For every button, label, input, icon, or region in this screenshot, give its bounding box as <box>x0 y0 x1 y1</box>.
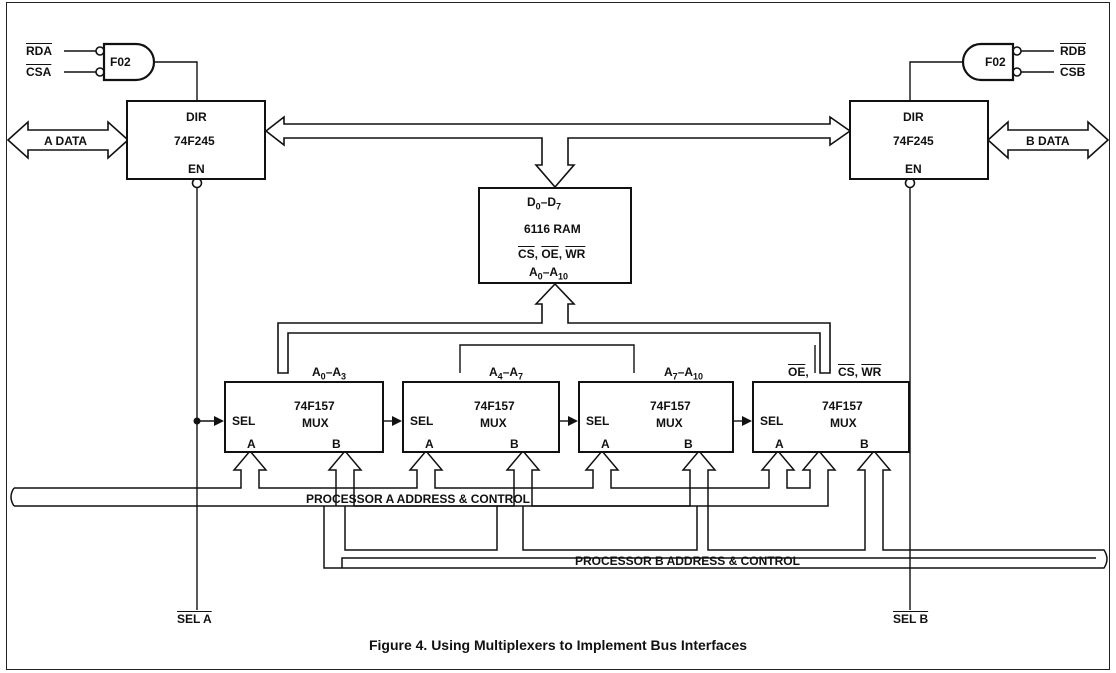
csa-label: CSA <box>26 65 52 79</box>
b-data-bus-arrow <box>986 120 1110 160</box>
rda-label: RDA <box>26 44 52 58</box>
f02-gate-right <box>961 42 1015 82</box>
mux-type: MUX <box>302 416 329 430</box>
address-bus-arrow <box>277 282 831 374</box>
ram-part: 6116 RAM <box>524 222 581 236</box>
gate-left-label: F02 <box>110 55 131 69</box>
figure-caption: Figure 4. Using Multiplexers to Implemen… <box>368 637 748 653</box>
a-data-label: A DATA <box>44 134 88 148</box>
mux-part: 74F157 <box>474 399 515 413</box>
mux-part: 74F157 <box>822 399 863 413</box>
sel-label: SEL <box>232 414 256 428</box>
dir-label: DIR <box>186 110 207 124</box>
sel-a-label: SEL A <box>177 612 212 626</box>
mux-1: SEL 74F157 MUX A B <box>224 381 384 453</box>
en-label: EN <box>188 162 205 176</box>
processor-a-bus-label: PROCESSOR A ADDRESS & CONTROL <box>306 492 531 506</box>
mux-4-output-cswr: CS, WR <box>838 365 882 379</box>
ram-data-pins: D0–D7 <box>527 195 562 212</box>
ram-address-pins: A0–A10 <box>529 265 569 282</box>
input-b-label: B <box>860 437 869 451</box>
sel-b-label: SEL B <box>893 612 929 626</box>
mux-type: MUX <box>656 416 683 430</box>
mux-1-output: A0–A3 <box>312 365 347 382</box>
data-bus-arrow <box>264 115 852 189</box>
mux-3-output: A7–A10 <box>664 365 704 382</box>
dir-label: DIR <box>903 110 924 124</box>
mux-part: 74F157 <box>294 399 335 413</box>
input-a-label: A <box>775 437 784 451</box>
part-label: 74F245 <box>893 134 934 148</box>
rdb-label: RDB <box>1060 44 1086 58</box>
mux-2: SEL 74F157 MUX A B <box>402 381 560 453</box>
junction-dot <box>193 417 201 425</box>
input-a-label: A <box>425 437 434 451</box>
mux-4-output-oe: OE, <box>788 365 809 379</box>
part-label: 74F245 <box>174 134 215 148</box>
transceiver-left: DIR 74F245 EN <box>126 100 266 180</box>
mux-type: MUX <box>480 416 507 430</box>
mux-type: MUX <box>830 416 857 430</box>
ram-6116: D0–D7 6116 RAM CS, OE, WR A0–A10 <box>478 187 632 284</box>
mux-3: SEL 74F157 MUX A B <box>578 381 734 453</box>
processor-b-bus <box>323 449 1108 569</box>
f02-gate-left <box>102 42 156 82</box>
mux-2-output: A4–A7 <box>489 365 524 382</box>
input-a-label: A <box>247 437 256 451</box>
sel-label: SEL <box>410 414 434 428</box>
input-b-label: B <box>332 437 341 451</box>
csb-label: CSB <box>1060 65 1086 79</box>
en-label: EN <box>905 162 922 176</box>
input-a-label: A <box>601 437 610 451</box>
processor-b-bus-label: PROCESSOR B ADDRESS & CONTROL <box>575 554 800 568</box>
sel-label: SEL <box>586 414 610 428</box>
figure-frame <box>6 2 1110 670</box>
transceiver-right: DIR 74F245 EN <box>849 100 989 180</box>
b-data-label: B DATA <box>1026 134 1070 148</box>
mux-part: 74F157 <box>650 399 691 413</box>
input-b-label: B <box>510 437 519 451</box>
ram-control-pins: CS, OE, WR <box>518 247 586 261</box>
sel-label: SEL <box>760 414 784 428</box>
gate-right-label: F02 <box>985 55 1006 69</box>
mux-4: SEL 74F157 MUX A B <box>752 381 910 453</box>
input-b-label: B <box>684 437 693 451</box>
